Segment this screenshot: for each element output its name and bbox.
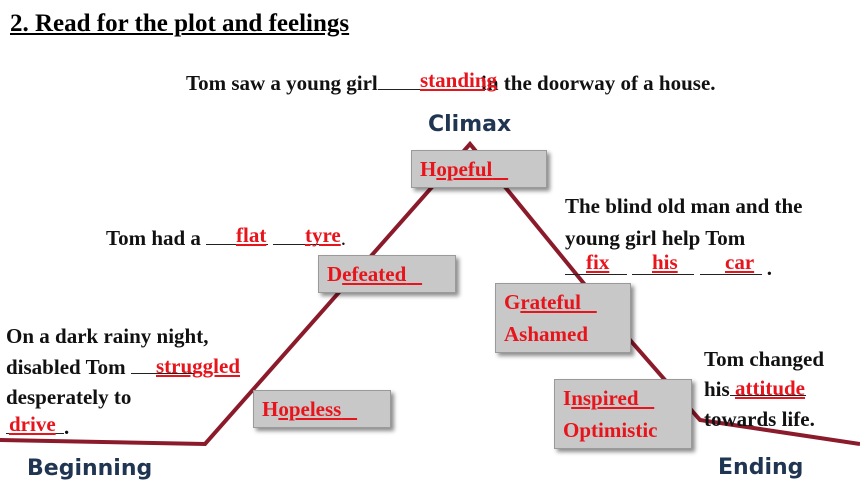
- blind-man-line3: .: [565, 256, 772, 281]
- beginning-line4: .: [6, 415, 69, 440]
- beginning-line4-after: .: [64, 415, 70, 439]
- box-hopeful-rest: opeful: [436, 157, 493, 181]
- box-defeated-letter: D: [327, 262, 343, 286]
- blind-man-after: .: [766, 256, 772, 280]
- box-grateful-rest: rateful: [520, 290, 581, 314]
- box-optimistic: Optimistic: [563, 418, 658, 442]
- attitude-blank: [729, 377, 806, 396]
- struggled-blank: [130, 355, 195, 374]
- box-hopeless: Hopeless: [253, 390, 391, 428]
- box-hopeless-rest: opeless: [278, 397, 342, 421]
- flat-tyre-after: .: [340, 226, 346, 250]
- box-grateful: Grateful Ashamed: [495, 283, 631, 353]
- box-defeated: Defeated: [318, 255, 456, 293]
- top-sentence-blank: [377, 71, 476, 90]
- flat-tyre-sentence: Tom had a .: [106, 226, 346, 251]
- beginning-line3: desperately to: [6, 385, 132, 409]
- ending-line3: towards life.: [704, 407, 815, 431]
- section-title: 2. Read for the plot and feelings: [10, 10, 350, 37]
- answer-standing: standing: [420, 68, 498, 92]
- flat-tyre-before: Tom had a: [106, 226, 201, 250]
- car-blank: [699, 256, 762, 275]
- ending-line2-before: his: [704, 377, 730, 401]
- stage-ending: Ending: [718, 455, 804, 480]
- plot-line: [0, 140, 860, 447]
- box-inspired-letter: I: [563, 386, 572, 410]
- answer-his: his: [652, 250, 678, 274]
- drive-blank: [6, 415, 64, 434]
- answer-fix: fix: [586, 250, 610, 274]
- tyre-blank: [273, 226, 336, 245]
- box-grateful-letter: G: [504, 290, 521, 314]
- blind-man-line1: The blind old man and the: [565, 194, 803, 218]
- box-inspired-rest: nspired: [571, 386, 639, 410]
- answer-car: car: [725, 250, 755, 274]
- beginning-line2-before: disabled Tom: [6, 355, 126, 379]
- top-sentence-before: Tom saw a young girl: [186, 71, 378, 95]
- beginning-line2: disabled Tom: [6, 355, 195, 380]
- blind-man-line2: young girl help Tom: [565, 226, 746, 250]
- box-hopeful-letter: H: [420, 157, 437, 181]
- stage-beginning: Beginning: [27, 456, 153, 481]
- beginning-line1: On a dark rainy night,: [6, 324, 209, 348]
- top-sentence: Tom saw a young girl in the doorway of a…: [186, 71, 716, 96]
- fix-blank: [565, 256, 627, 275]
- box-hopeful: Hopeful: [411, 150, 547, 188]
- his-blank: [632, 256, 695, 275]
- answer-flat: flat: [236, 223, 267, 247]
- box-defeated-rest: efeated: [342, 262, 407, 286]
- top-sentence-after: in the doorway of a house.: [475, 71, 716, 95]
- box-inspired: Inspired Optimistic: [554, 379, 692, 449]
- answer-tyre: tyre: [305, 223, 341, 247]
- ending-line2: his: [704, 377, 806, 402]
- ending-line1: Tom changed: [704, 347, 825, 371]
- answer-attitude: attitude: [735, 376, 805, 400]
- flat-blank: [206, 226, 269, 245]
- box-ashamed: Ashamed: [504, 322, 589, 346]
- stage-climax: Climax: [428, 112, 512, 137]
- answer-drive: drive: [9, 412, 56, 436]
- box-hopeless-letter: H: [262, 397, 279, 421]
- answer-struggled: struggled: [156, 354, 240, 378]
